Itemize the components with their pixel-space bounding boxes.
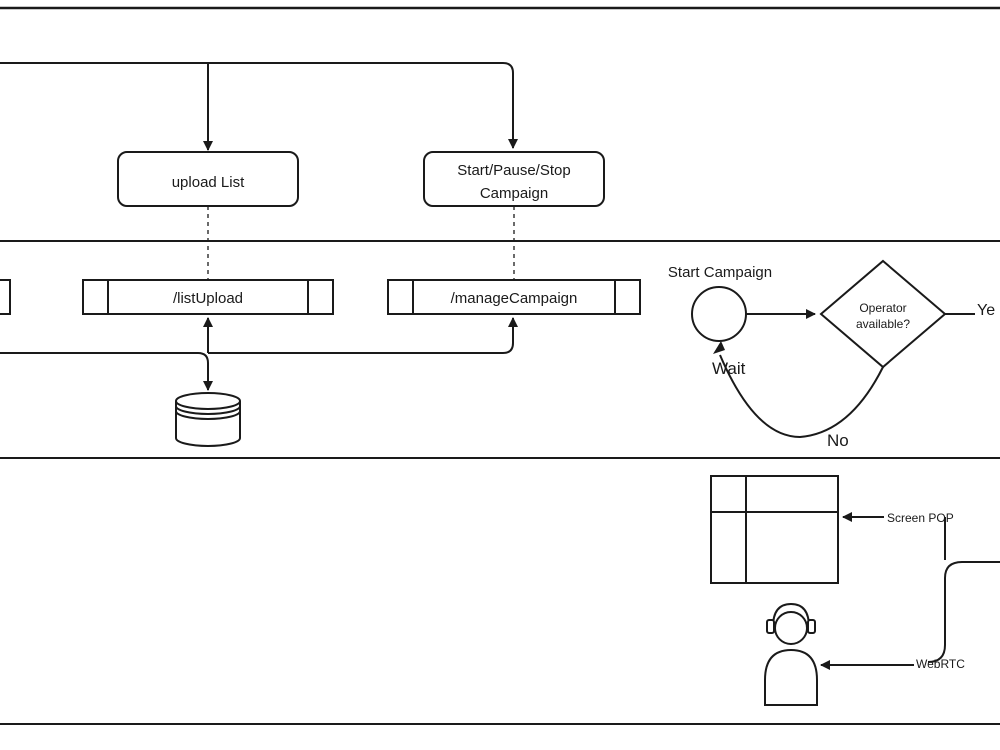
database-icon <box>175 392 241 447</box>
top-connector <box>0 62 518 151</box>
campaign-label: Campaign <box>480 185 548 202</box>
client-connectors <box>820 512 1000 670</box>
no-label: No <box>827 431 849 450</box>
operator-available-decision[interactable]: Operator available? <box>819 259 947 369</box>
manage-campaign-label: /manageCampaign <box>451 290 578 307</box>
swimlane-borders <box>0 6 1000 725</box>
wait-arrowhead <box>713 341 725 354</box>
wait-label: Wait <box>712 359 746 378</box>
list-upload-endpoint[interactable]: /listUpload <box>82 279 334 315</box>
upload-list-label: upload List <box>172 174 245 191</box>
operator-headset-icon <box>764 602 818 706</box>
screen-pop-window[interactable] <box>710 475 839 584</box>
screen-pop-label: Screen POP <box>887 511 954 525</box>
yes-label: Ye <box>977 302 995 319</box>
upload-list-box[interactable]: upload List <box>117 151 299 207</box>
start-campaign-label: Start Campaign <box>668 264 772 281</box>
partial-endpoint-box <box>0 279 11 315</box>
no-branch-curve <box>719 354 884 439</box>
start-pause-stop-campaign-box[interactable]: Start/Pause/Stop Campaign <box>423 151 605 207</box>
start-event-circle[interactable] <box>691 286 747 342</box>
operator-label: Operator <box>859 301 906 315</box>
dashed-links <box>207 206 515 280</box>
manage-campaign-endpoint[interactable]: /manageCampaign <box>387 279 641 315</box>
database-connectors <box>0 317 518 391</box>
start-pause-stop-label: Start/Pause/Stop <box>457 162 570 179</box>
list-upload-label: /listUpload <box>173 290 243 307</box>
available-label: available? <box>856 317 910 331</box>
webrtc-label: WebRTC <box>916 657 965 671</box>
